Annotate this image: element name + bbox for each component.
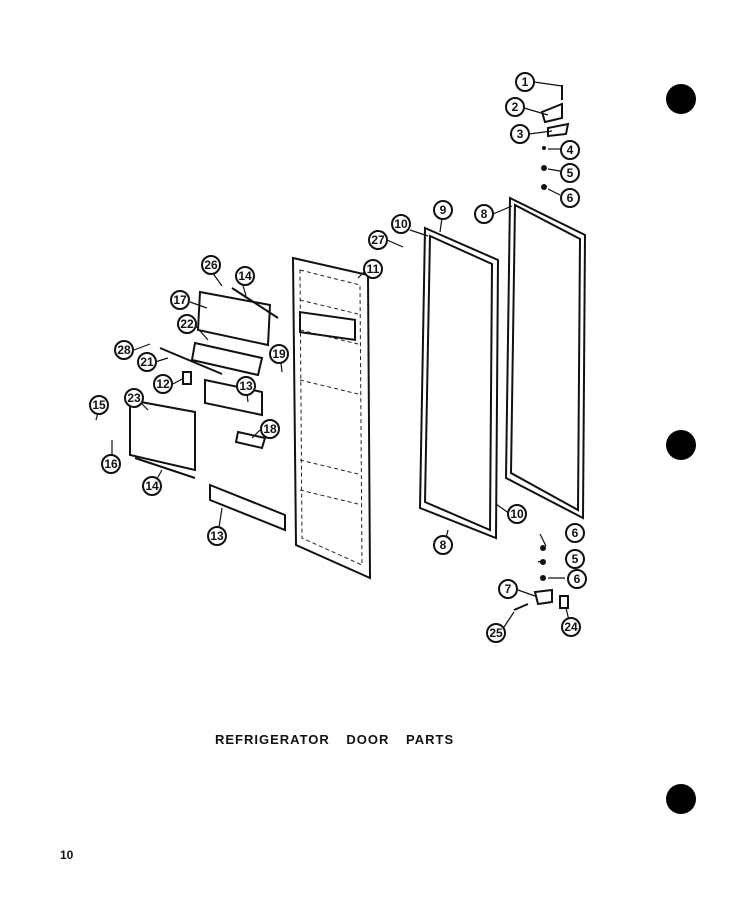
callout-label: 10 xyxy=(394,217,408,231)
callout-label: 18 xyxy=(263,422,277,436)
callout-label: 22 xyxy=(180,317,194,331)
callout-label: 25 xyxy=(489,626,503,640)
callout-label: 12 xyxy=(156,377,170,391)
callout: 23 xyxy=(124,388,144,408)
callout: 18 xyxy=(260,419,280,439)
callout-label: 9 xyxy=(440,203,447,217)
callout-label: 8 xyxy=(481,207,488,221)
hinge-top xyxy=(540,85,570,190)
door-liner xyxy=(291,256,372,580)
callout-label: 24 xyxy=(564,620,578,634)
callout: 5 xyxy=(560,163,580,183)
callout: 13 xyxy=(236,376,256,396)
callout: 10 xyxy=(391,214,411,234)
callout-label: 13 xyxy=(210,529,224,543)
callout-label: 14 xyxy=(145,479,159,493)
callout: 26 xyxy=(201,255,221,275)
callout-label: 11 xyxy=(367,262,380,276)
page-number: 10 xyxy=(60,848,74,862)
callout: 2 xyxy=(505,97,525,117)
callout: 16 xyxy=(101,454,121,474)
callout-label: 2 xyxy=(512,100,519,114)
callout: 1 xyxy=(515,72,535,92)
callout-label: 19 xyxy=(272,347,286,361)
binder-hole xyxy=(666,430,696,460)
callout-label: 6 xyxy=(574,572,581,586)
callout-label: 15 xyxy=(92,398,106,412)
callout: 8 xyxy=(433,535,453,555)
callout: 17 xyxy=(170,290,190,310)
callout-label: 26 xyxy=(204,258,218,272)
callout: 6 xyxy=(565,523,585,543)
door-gasket-outer xyxy=(504,196,587,520)
callout-label: 27 xyxy=(371,233,385,247)
hinge-bottom xyxy=(513,545,569,611)
callout: 19 xyxy=(269,344,289,364)
door-gasket-inner xyxy=(418,226,500,540)
callout-label: 6 xyxy=(572,526,579,540)
shelf-parts xyxy=(129,287,286,532)
callout: 7 xyxy=(498,579,518,599)
callout-label: 14 xyxy=(238,269,252,283)
callout: 4 xyxy=(560,140,580,160)
callout: 3 xyxy=(510,124,530,144)
callout-label: 28 xyxy=(117,343,131,357)
callout-label: 13 xyxy=(239,379,253,393)
callout: 12 xyxy=(153,374,173,394)
callout: 14 xyxy=(235,266,255,286)
binder-hole xyxy=(666,784,696,814)
callout: 6 xyxy=(560,188,580,208)
callout: 25 xyxy=(486,623,506,643)
callout-label: 23 xyxy=(127,391,141,405)
callout: 10 xyxy=(507,504,527,524)
callout: 21 xyxy=(137,352,157,372)
callout-label: 8 xyxy=(440,538,447,552)
callout: 8 xyxy=(474,204,494,224)
callout: 6 xyxy=(567,569,587,589)
callout: 24 xyxy=(561,617,581,637)
callout-label: 21 xyxy=(140,355,154,369)
callout: 14 xyxy=(142,476,162,496)
callout: 28 xyxy=(114,340,134,360)
callout-label: 3 xyxy=(517,127,524,141)
callout-label: 17 xyxy=(173,293,187,307)
callout-label: 16 xyxy=(104,457,118,471)
page-title: REFRIGERATOR DOOR PARTS xyxy=(215,732,455,747)
callout: 27 xyxy=(368,230,388,250)
callout-label: 5 xyxy=(567,166,574,180)
callout-label: 5 xyxy=(572,552,579,566)
callout-label: 6 xyxy=(567,191,574,205)
callout: 13 xyxy=(207,526,227,546)
callout-label: 7 xyxy=(505,582,512,596)
callout: 15 xyxy=(89,395,109,415)
binder-hole xyxy=(666,84,696,114)
callout: 5 xyxy=(565,549,585,569)
callout-label: 10 xyxy=(510,507,524,521)
callout: 11 xyxy=(363,259,383,279)
callout-label: 4 xyxy=(567,143,574,157)
callout: 9 xyxy=(433,200,453,220)
callout: 22 xyxy=(177,314,197,334)
callout-label: 1 xyxy=(522,75,529,89)
leader-lines xyxy=(95,81,571,631)
